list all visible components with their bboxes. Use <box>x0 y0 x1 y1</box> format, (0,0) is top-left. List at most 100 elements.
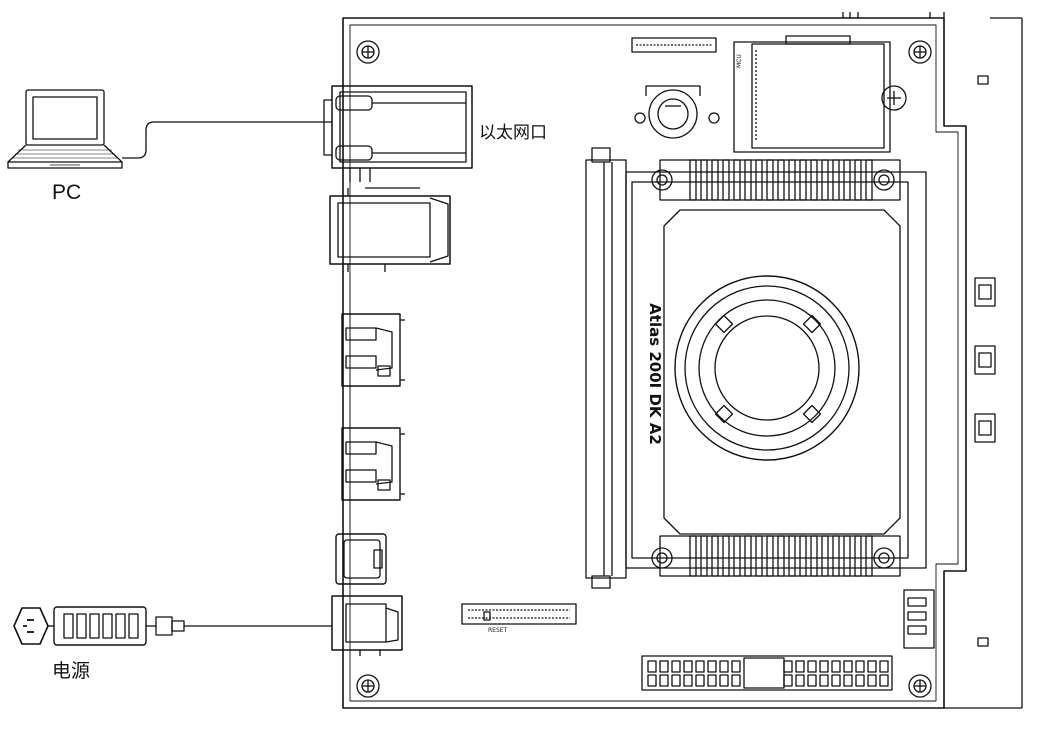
ethernet-cable <box>122 122 332 158</box>
heatsink-fin <box>789 160 795 200</box>
heatsink-fin <box>844 536 850 576</box>
board-model-text: Atlas 200I DK A2 <box>646 303 664 445</box>
edge-switch-2 <box>975 346 995 374</box>
heatsink-fin <box>723 536 729 576</box>
heatsink-fin <box>745 536 751 576</box>
heatsink-fin <box>712 536 718 576</box>
gpio-pin <box>820 661 828 672</box>
usb-port <box>330 188 450 272</box>
gpio-pin <box>696 661 704 672</box>
gpio-pin <box>660 661 668 672</box>
heatsink-fin <box>800 536 806 576</box>
gpio-pin <box>672 675 680 686</box>
gpio-pin <box>856 661 864 672</box>
heatsink-fin <box>833 160 839 200</box>
hdmi-port-1 <box>342 314 405 386</box>
dc-plug-icon <box>156 617 332 635</box>
battery-holder <box>635 86 719 138</box>
gpio-pin <box>808 661 816 672</box>
gpio-pin <box>708 675 716 686</box>
edge-switch-1 <box>975 278 995 306</box>
heatsink-fin <box>712 160 718 200</box>
gpio-pin <box>648 675 656 686</box>
reset-tag: RESET <box>488 627 508 634</box>
power-outlet-icon <box>14 608 54 644</box>
gpio-pin <box>796 661 804 672</box>
gpio-pin <box>732 661 740 672</box>
edge-switch-3 <box>975 414 995 442</box>
power-label: 电源 <box>52 660 91 682</box>
gpio-pin <box>844 661 852 672</box>
gpio-pin <box>868 661 876 672</box>
gpio-pin <box>660 675 668 686</box>
gpio-pin <box>720 675 728 686</box>
heatsink-fin <box>778 160 784 200</box>
heatsink-fin <box>855 536 861 576</box>
gpio-pin <box>708 661 716 672</box>
gpio-pin <box>784 661 792 672</box>
heatsink-fin <box>855 160 861 200</box>
heatsink-fin <box>701 160 707 200</box>
gpio-pin <box>880 675 888 686</box>
heatsink-fin <box>811 160 817 200</box>
heatsink-fin <box>701 536 707 576</box>
heatsink-fin <box>811 536 817 576</box>
gpio-pin <box>880 661 888 672</box>
heatsink-fin <box>833 536 839 576</box>
heatsink-fins-bottom <box>690 536 872 576</box>
gpio-pin <box>684 661 692 672</box>
heatsink-fin <box>822 536 828 576</box>
heatsink-fin <box>690 160 696 200</box>
heatsink-fins-top <box>690 160 872 200</box>
m2-wifi-module <box>734 36 906 152</box>
heatsink-fin <box>822 160 828 200</box>
m2-slot-bottom <box>462 604 576 624</box>
gpio-pin <box>696 675 704 686</box>
edge-slot-bottom <box>978 638 988 646</box>
heatsink-fin <box>844 160 850 200</box>
gpio-pin <box>648 661 656 672</box>
power-adapter-icon <box>54 607 156 645</box>
edge-slot-top <box>978 76 988 84</box>
gpio-pin <box>832 675 840 686</box>
gpio-header <box>642 656 892 690</box>
mount-hole-tr <box>909 41 931 63</box>
mount-hole-tl <box>357 41 379 63</box>
heatsink-fin <box>756 160 762 200</box>
heatsink-fin <box>745 160 751 200</box>
heatsink-fin <box>767 536 773 576</box>
mount-hole-bl <box>357 675 379 697</box>
gpio-pin <box>672 661 680 672</box>
fpc-connector-top <box>632 38 716 52</box>
heatsink-fin <box>767 160 773 200</box>
pc-label: PC <box>52 181 82 204</box>
mcu-tag: MCU <box>736 54 743 68</box>
heatsink-fin <box>800 160 806 200</box>
heatsink-fin <box>756 536 762 576</box>
ethernet-port <box>324 86 472 182</box>
gpio-pin <box>720 661 728 672</box>
gpio-pin <box>796 675 804 686</box>
gpio-pin <box>820 675 828 686</box>
gpio-pin <box>832 661 840 672</box>
hdmi-port-2 <box>342 428 405 500</box>
gpio-pin <box>844 675 852 686</box>
fan-header <box>904 590 934 648</box>
heatsink-fin <box>866 160 872 200</box>
gpio-pin <box>784 675 792 686</box>
gpio-pin <box>856 675 864 686</box>
heatsink-fin <box>734 536 740 576</box>
laptop-icon <box>8 90 122 168</box>
heatsink-fin <box>778 536 784 576</box>
gpio-pin <box>732 675 740 686</box>
mount-hole-br <box>909 675 931 697</box>
dc-power-jack <box>332 596 402 656</box>
heatsink-fin <box>789 536 795 576</box>
ethernet-port-label: 以太网口 <box>479 123 547 143</box>
heatsink-fin <box>723 160 729 200</box>
compute-module <box>586 148 926 588</box>
gpio-pin <box>808 675 816 686</box>
usb-c-port <box>336 534 386 584</box>
heatsink-fin <box>734 160 740 200</box>
